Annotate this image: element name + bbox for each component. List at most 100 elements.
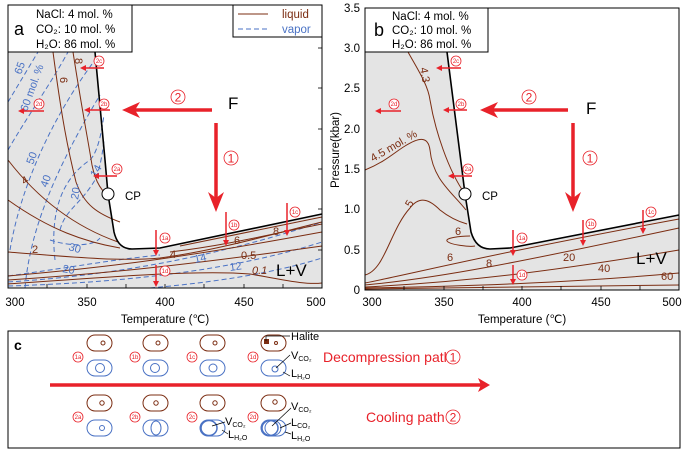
svg-text:1: 1 [450,351,457,365]
marker-1a: 1a [72,351,84,363]
y-tick-label: 1.0 [344,204,360,216]
svg-text:CO₂: 10 mol. %: CO₂: 10 mol. % [36,24,115,36]
svg-text:1a: 1a [519,236,526,242]
y-tick-label: 3.0 [344,43,360,55]
panel-c: c 1a 1b 1c 1d 2a 2b 2c 2d [7,330,681,449]
marker-1b: 1b [228,219,240,231]
x-tick-label: 350 [434,297,453,309]
liquid-label: 5 [403,198,416,209]
marker-1a: 1a [516,232,528,244]
marker-1b: 1b [129,351,141,363]
panel-label: c [14,337,22,353]
halite-label: Halite [291,331,319,343]
liquid-label: 4 [170,249,176,261]
marker-1c: 1c [186,351,198,363]
y-tick-labels: 0 0.5 1.0 1.5 2.0 2.5 3.0 3.5 [344,3,360,297]
point-f-label: F [586,99,596,118]
liquid-label: 60 [661,271,673,283]
svg-text:1c: 1c [648,210,654,216]
svg-text:NaCl: 4 mol. %: NaCl: 4 mol. % [392,11,469,23]
leader-lines [211,335,292,435]
vapor-label: 20- [69,182,84,200]
panel-label: b [374,20,384,40]
liquid-label: 6 [455,226,461,238]
svg-text:2b: 2b [132,415,139,421]
phase-label-lco2: LCO₂ [291,417,311,430]
marker-2b: 2b [98,98,110,110]
y-tick-label: 1.5 [344,164,360,176]
inclusions-row-2 [86,394,287,437]
phase-label-vco2: VCO₂ [291,350,312,363]
liquid-label: 8 [486,258,492,270]
marker-2b: 2b [129,411,141,423]
y-tick-label: 2.0 [344,124,360,136]
svg-text:Cooling path: Cooling path [366,409,445,425]
svg-text:2c: 2c [189,415,195,421]
y-tick-label: 0.5 [344,245,360,257]
x-tick-label: 400 [155,297,174,309]
marker-2c: 2c [186,411,198,423]
svg-text:1d: 1d [519,273,526,279]
x-axis-ticks [46,47,322,288]
svg-text:2a: 2a [114,167,121,173]
svg-text:2: 2 [175,91,182,105]
region-label: L+V [276,261,307,280]
svg-text:H₂O: 86 mol. %: H₂O: 86 mol. % [36,39,115,51]
svg-text:2c: 2c [453,59,459,65]
region-label: L+V [636,249,667,268]
liquid-label: 20 [563,252,575,264]
x-tick-label: 400 [512,297,531,309]
inclusions-row-1 [86,334,287,377]
phase-boundary [94,51,323,250]
marker-1d: 1d [516,269,528,281]
svg-text:1c: 1c [292,210,298,216]
x-tick-label: 450 [591,297,610,309]
x-tick-label: 500 [306,297,325,309]
halite-crystal [264,339,269,344]
decompression-path-arrow: 1 [208,123,239,212]
decompression-path-label: Decompression path 1 [323,349,461,365]
vapor-label: 12 [229,260,243,274]
phase-label-lh2o: LH₂O [291,430,311,443]
liquid-isopleths [7,51,323,285]
marker-1b: 1b [585,218,597,230]
x-axis-title: Temperature (℃) [478,314,566,326]
svg-text:2d: 2d [250,415,257,421]
composition-box: a NaCl: 4 mol. % CO₂: 10 mol. % H₂O: 86 … [7,4,133,53]
critical-point-marker [101,187,115,201]
marker-1c: 1c [289,206,301,218]
cooling-path-arrow: 2 [122,89,212,118]
critical-point-marker [458,187,472,201]
liquid-label: 8 [273,226,279,238]
marker-2d: 2d [388,98,400,110]
marker-2c: 2c [450,55,462,67]
svg-text:1b: 1b [231,223,238,229]
phase-label-vco2: VCO₂ [291,401,312,414]
legend-liquid: liquid [282,9,309,21]
cooling-path-label: Cooling path 2 [366,409,461,425]
marker-1a: 1a [159,232,171,244]
y-tick-label: 3.5 [344,3,360,15]
liquid-label: 4.3 [417,66,431,83]
vapor-label: 65 [13,60,28,76]
time-arrow [50,378,490,392]
panel-label: a [14,19,25,39]
liquid-label: 6 [447,252,453,264]
x-tick-label: 500 [662,297,681,309]
marker-2d: 2d [247,411,259,423]
liquid-label: 40 [598,263,610,275]
marker-2d: 2d [33,98,45,110]
marker-1d: 1d [159,265,171,277]
sample-arrowheads [18,65,290,287]
marker-2c: 2c [93,55,105,67]
marker-2a: 2a [72,411,84,423]
legend: liquid vapor [232,4,323,38]
liquid-label: 0.1 [252,265,267,277]
marker-2a: 2a [111,163,123,175]
x-tick-label: 300 [362,297,381,309]
svg-text:1a: 1a [162,236,169,242]
point-f-label: F [228,94,238,113]
svg-text:H₂O: 86 mol. %: H₂O: 86 mol. % [392,39,471,51]
svg-text:2d: 2d [391,102,398,108]
